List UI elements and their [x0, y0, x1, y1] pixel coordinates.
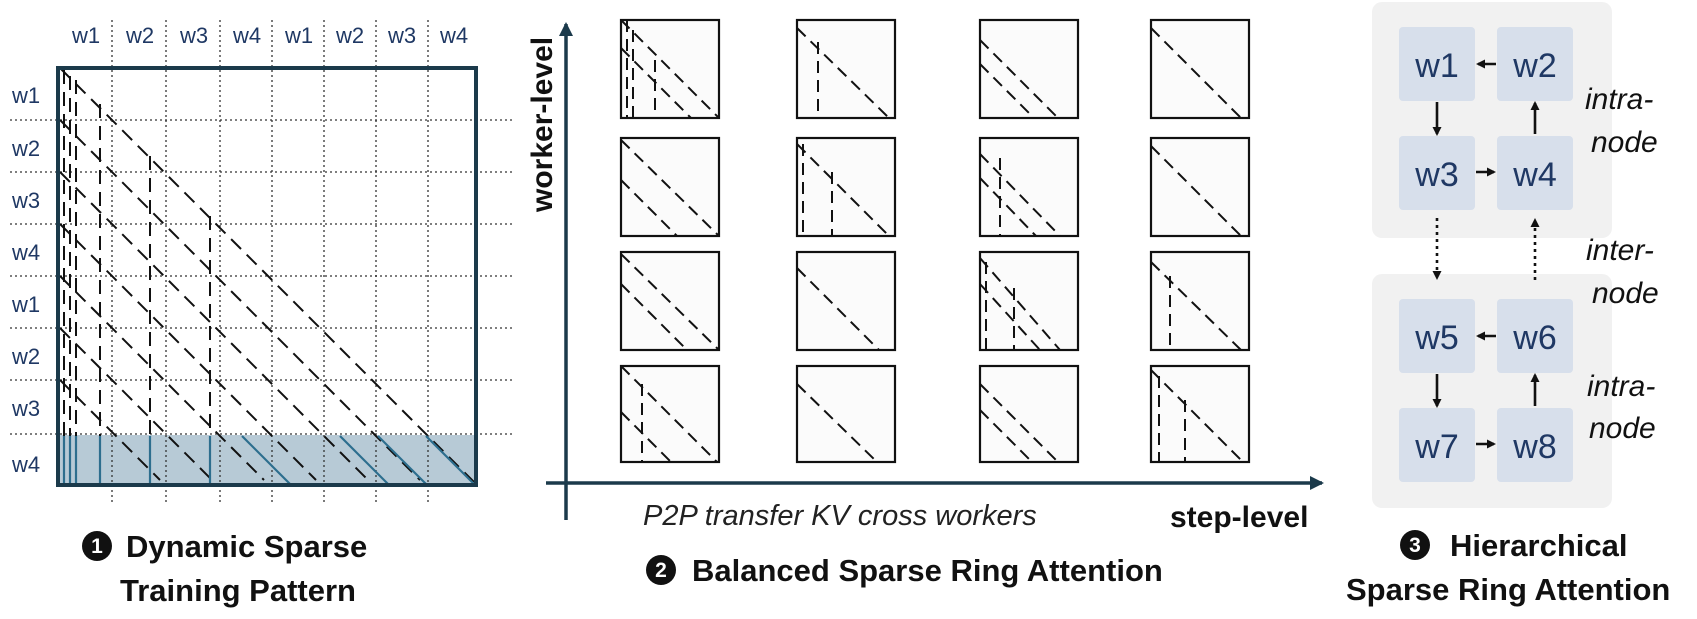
col-label-7: w3: [387, 23, 416, 48]
row-label-6: w2: [11, 344, 40, 369]
column-labels: w1 w2 w3 w4 w1 w2 w3 w4: [71, 23, 468, 48]
mini-matrix-r4-c2: [795, 364, 897, 464]
label-inter-1: inter-: [1586, 234, 1654, 267]
row-label-8: w4: [11, 452, 40, 477]
ring-arrows: [1432, 59, 1540, 449]
col-label-6: w2: [335, 23, 364, 48]
mini-matrix-r2-c1: [619, 136, 721, 238]
caption-line-1: Dynamic Sparse: [126, 529, 367, 564]
label-intra-top-1: intra-: [1585, 83, 1653, 116]
panel-dynamic-sparse-pattern: w1 w2 w3 w4 w1 w2 w3 w4 w1 w2 w3 w4 w1 w…: [10, 20, 512, 608]
node-w2: w2: [1512, 47, 1556, 85]
panel-hierarchical-ring: w1 w2 w3 w4 w5 w6 w7 w8 intra- nod: [1346, 2, 1670, 607]
row-label-3: w3: [11, 188, 40, 213]
mini-matrix-r3-c3: [978, 250, 1080, 352]
pattern-frame: [56, 66, 478, 487]
worker-boxes: [1399, 27, 1573, 482]
node-w6: w6: [1512, 319, 1556, 357]
diagonal-dashed-lines: [59, 67, 475, 483]
mini-matrix-r2-c3: [978, 136, 1080, 238]
mini-matrix-r3-c4: [1149, 250, 1251, 352]
caption-number: 2: [655, 559, 667, 582]
caption-text: Balanced Sparse Ring Attention: [692, 553, 1163, 588]
mini-matrix-r1-c1: [619, 18, 721, 120]
row-label-4: w4: [11, 240, 40, 265]
row-labels: w1 w2 w3 w4 w1 w2 w3 w4: [11, 83, 40, 477]
vertical-dashed-lines: [63, 70, 211, 436]
mini-matrix-r4-c3: [978, 364, 1080, 464]
node-w8: w8: [1512, 428, 1556, 466]
panel-balanced-ring-attention: worker-level step-level P2P transfer KV …: [526, 18, 1324, 588]
caption-number-badge: [646, 555, 676, 585]
label-intra-top-2: node: [1591, 126, 1658, 159]
mini-matrix-r4-c4: [1149, 364, 1251, 464]
mini-matrix-r3-c2: [795, 250, 897, 352]
node-w4: w4: [1512, 156, 1556, 194]
caption-1: 1 Dynamic Sparse Training Pattern: [82, 529, 367, 608]
label-intra-bottom-2: node: [1589, 412, 1656, 445]
x-axis-note: P2P transfer KV cross workers: [643, 500, 1037, 532]
row-label-2: w2: [11, 136, 40, 161]
label-inter-2: node: [1592, 277, 1659, 310]
col-label-5: w1: [284, 23, 313, 48]
mini-matrix-grid: [619, 18, 1251, 464]
caption-number: 3: [1409, 534, 1421, 557]
col-label-2: w2: [125, 23, 154, 48]
col-label-4: w4: [232, 23, 261, 48]
highlight-row-lines: [62, 435, 475, 485]
row-label-7: w3: [11, 396, 40, 421]
mini-matrix-r1-c2: [795, 18, 897, 120]
col-label-8: w4: [439, 23, 468, 48]
mini-matrix-r2-c4: [1149, 136, 1251, 238]
label-intra-bottom-1: intra-: [1587, 370, 1655, 403]
side-labels: intra- node inter- node intra- node: [1585, 83, 1659, 445]
mini-matrix-r1-c3: [978, 18, 1080, 120]
caption-line-2: Sparse Ring Attention: [1346, 572, 1670, 607]
inter-node-arrows: [1432, 218, 1540, 280]
mini-matrix-r3-c1: [619, 250, 721, 352]
caption-number-badge: [1400, 530, 1430, 560]
mini-matrix-r4-c1: [619, 364, 721, 464]
node-w3: w3: [1414, 156, 1458, 194]
caption-number: 1: [91, 535, 103, 558]
y-axis-label: worker-level: [526, 37, 559, 213]
worker-labels: w1 w2 w3 w4 w5 w6 w7 w8: [1414, 47, 1556, 466]
caption-3: 3 Hierarchical Sparse Ring Attention: [1346, 528, 1670, 607]
caption-line-2: Training Pattern: [120, 573, 356, 608]
caption-2: 2 Balanced Sparse Ring Attention: [646, 553, 1163, 588]
col-label-1: w1: [71, 23, 100, 48]
node-w5: w5: [1414, 319, 1458, 357]
row-label-1: w1: [11, 83, 40, 108]
node-w1: w1: [1414, 47, 1458, 85]
col-label-3: w3: [179, 23, 208, 48]
node-w7: w7: [1414, 428, 1458, 466]
caption-line-1: Hierarchical: [1450, 528, 1628, 563]
mini-matrix-r1-c4: [1149, 18, 1251, 120]
x-axis-label: step-level: [1170, 501, 1308, 534]
caption-number-badge: [82, 531, 112, 561]
mini-matrix-r2-c2: [795, 136, 897, 238]
row-label-5: w1: [11, 292, 40, 317]
dotted-grid: [10, 20, 512, 505]
